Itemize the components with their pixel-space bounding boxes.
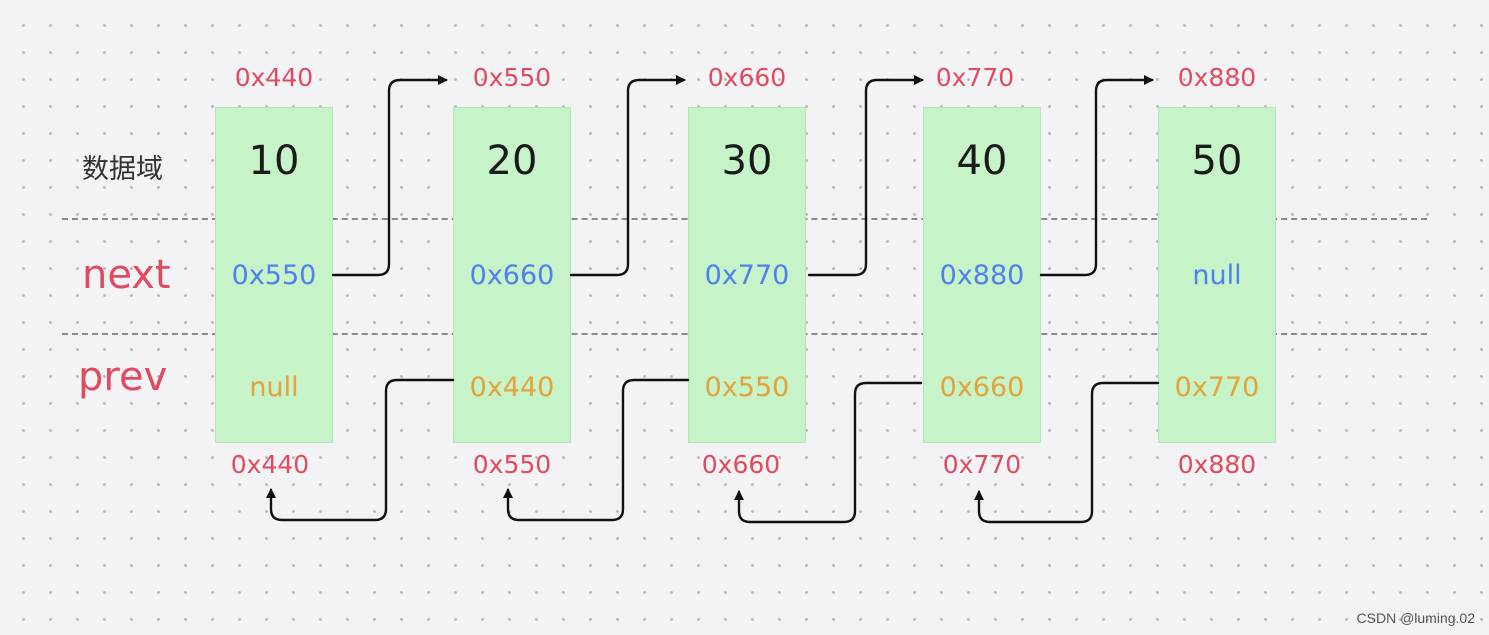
node-5-address: 0x880 (1177, 63, 1257, 92)
node-2: 20 0x660 0x440 (453, 107, 571, 443)
node-4-address: 0x770 (935, 63, 1015, 92)
prev-arrow-2 (266, 378, 455, 522)
node-3-data: 30 (721, 138, 773, 184)
watermark: CSDN @luming.02 (1356, 610, 1475, 626)
node-1-address: 0x440 (234, 63, 314, 92)
row-label-prev: prev (78, 354, 168, 400)
prev-arrow-3 (503, 378, 690, 522)
node-2-next: 0x660 (469, 260, 555, 291)
node-3-prev: 0x550 (704, 372, 790, 403)
node-3-next: 0x770 (704, 260, 790, 291)
prev-arrow-4 (734, 381, 923, 524)
next-arrow-3 (807, 75, 924, 277)
node-5-data: 50 (1191, 138, 1243, 184)
node-4-next: 0x880 (939, 260, 1025, 291)
node-2-prev: 0x440 (469, 372, 555, 403)
node-3: 30 0x770 0x550 (688, 107, 806, 443)
next-arrow-4 (1039, 75, 1154, 277)
node-3-address: 0x660 (707, 63, 787, 92)
node-4-prev: 0x660 (939, 372, 1025, 403)
node-5-bottom-address: 0x880 (1177, 450, 1257, 479)
prev-arrow-5 (974, 381, 1160, 524)
node-1-bottom-address: 0x440 (230, 450, 310, 479)
node-4: 40 0x880 0x660 (923, 107, 1041, 443)
next-arrow-1 (331, 75, 448, 277)
row-label-next: next (82, 252, 171, 298)
node-1: 10 0x550 null (215, 107, 333, 443)
node-4-data: 40 (956, 138, 1008, 184)
node-2-bottom-address: 0x550 (472, 450, 552, 479)
node-3-bottom-address: 0x660 (701, 450, 781, 479)
node-1-next: 0x550 (231, 260, 317, 291)
node-2-address: 0x550 (472, 63, 552, 92)
node-5-prev: 0x770 (1174, 372, 1260, 403)
next-arrow-2 (569, 75, 686, 277)
node-1-prev: null (249, 372, 299, 403)
node-5: 50 null 0x770 (1158, 107, 1276, 443)
node-1-data: 10 (248, 138, 300, 184)
node-2-data: 20 (486, 138, 538, 184)
row-label-data: 数据域 (82, 154, 163, 185)
node-5-next: null (1192, 260, 1242, 291)
node-4-bottom-address: 0x770 (942, 450, 1022, 479)
